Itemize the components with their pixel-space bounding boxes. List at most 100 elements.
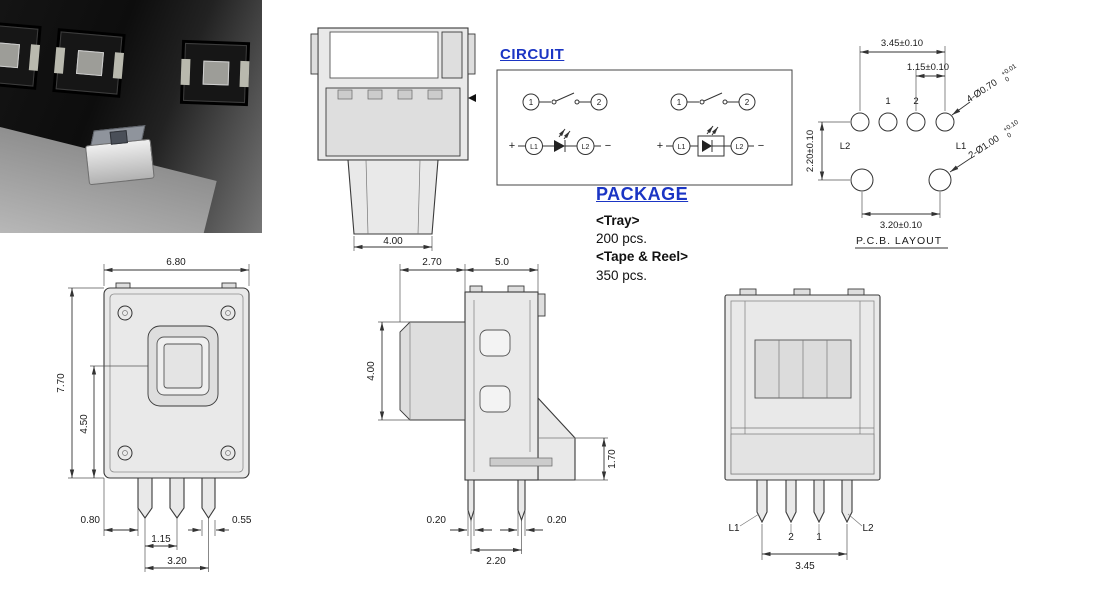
circuit-right-led: + L1 L2 − [657, 125, 764, 157]
pin-label-l2: L2 [862, 523, 874, 534]
pcb-layout-title: P.C.B. LAYOUT [855, 235, 948, 249]
dim-text: 5.0 [495, 257, 509, 268]
dim-text: 1.15±0.10 [907, 62, 949, 73]
connector-body [310, 27, 476, 235]
dim-text: 0.55 [232, 515, 252, 526]
pin-1 [813, 479, 825, 524]
hole-label-2: 2 [913, 96, 918, 107]
pin-l1 [756, 479, 768, 524]
callout-text: 4-Ø0.70 [965, 77, 1000, 105]
back-body [724, 288, 881, 524]
dim-text: 1.70 [607, 449, 618, 469]
plus-sign: + [509, 140, 515, 152]
dim-pin-width: 0.55 [188, 515, 252, 536]
tolerance-upper: +0.10 [1002, 119, 1020, 134]
dim-text: 4.00 [366, 361, 377, 381]
minus-sign: − [758, 140, 764, 152]
terminal-1-label: 1 [677, 98, 682, 107]
dim-stem-width: 4.00 [353, 236, 433, 251]
dim-row-gap: 2.20±0.10 [805, 121, 850, 181]
latch-window [479, 329, 511, 357]
dim-text: 0.80 [81, 515, 101, 526]
top-front-view-drawing: 4.00 [310, 27, 476, 251]
dim-text: 3.20 [167, 556, 187, 567]
dim-pin-span: 3.45 [761, 524, 848, 572]
product-photo [0, 0, 262, 233]
dim-text: 3.45±0.10 [881, 38, 923, 49]
led-symbol-icon [554, 140, 565, 152]
dim-text: 6.80 [166, 257, 186, 268]
dim-body-width: 6.80 [103, 257, 250, 286]
pcb-pin-labels: 1 2 L2 L1 [840, 96, 967, 152]
pcb-layout-drawing: 3.45±0.10 1.15±0.10 1 2 L2 L1 2.20±0.10 … [805, 38, 1020, 249]
dim-hole-span-bottom: 3.20±0.10 [861, 192, 941, 231]
hole-label-l2: L2 [840, 141, 851, 152]
dim-text: 4.00 [383, 236, 403, 247]
package-section: PACKAGE <Tray> 200 pcs. <Tape & Reel> 35… [596, 184, 776, 285]
terminal-l2-label: L2 [736, 144, 744, 151]
dim-text: 2.20 [486, 556, 506, 567]
circuit-box [496, 69, 793, 186]
callout-small-holes: 4-Ø0.70 +0.01 0 [951, 63, 1018, 116]
dim-pin-pitch: 2.20 [470, 520, 522, 567]
dim-button-depth: 2.70 [399, 257, 466, 322]
dim-body-depth: 5.0 [465, 257, 539, 292]
dim-button-height: 4.00 [366, 321, 410, 421]
terminal-2-label: 2 [597, 98, 602, 107]
pin [137, 477, 153, 519]
side-view-drawing: 2.70 5.0 4.00 1.70 0 [366, 257, 618, 567]
dim-text: 2.20±0.10 [805, 130, 816, 172]
circuit-left-switch: 1 2 [522, 92, 608, 111]
switch-3d-photo [83, 123, 155, 186]
pin [467, 479, 475, 522]
dim-pin-span: 3.20 [145, 518, 209, 572]
terminal-1-label: 1 [529, 98, 534, 107]
circuit-diagram: 1 2 + L1 L2 − 1 [496, 69, 793, 186]
pointer-marker-icon [468, 94, 476, 102]
circuit-section-title: CIRCUIT [500, 46, 565, 63]
smd-component-photo [53, 31, 125, 95]
dim-hole-pitch: 1.15±0.10 [907, 62, 949, 111]
side-body [399, 285, 576, 522]
dim-text: 0.20 [427, 515, 447, 526]
package-reel-label: <Tape & Reel> [596, 249, 689, 265]
slot-detail [489, 457, 553, 467]
dim-text: 0.20 [547, 515, 567, 526]
pin-l2 [841, 479, 853, 524]
back-view-drawing: L1 2 1 L2 3.45 [724, 288, 881, 572]
tolerance-lower: 0 [1006, 131, 1013, 139]
dim-text: 2.70 [422, 257, 442, 268]
front-view-drawing: 6.80 7.70 4.50 0.80 [56, 257, 252, 572]
package-reel-qty: 350 pcs. [596, 267, 648, 283]
dim-hole-span-top: 3.45±0.10 [859, 38, 946, 111]
pin [201, 477, 216, 520]
terminal-l1-label: L1 [678, 144, 686, 151]
terminal-l2-label: L2 [582, 144, 590, 151]
callout-text: 2-Ø1.00 [967, 133, 1002, 161]
circuit-right-switch: 1 2 [670, 92, 756, 111]
dim-pin-a-width: 0.20 [427, 510, 492, 536]
dim-text: 4.50 [79, 414, 90, 434]
dim-foot-height: 1.70 [575, 437, 618, 481]
dim-body-height: 7.70 [56, 287, 104, 479]
hole-label-l1: L1 [956, 141, 967, 152]
latch-window [479, 385, 511, 413]
tolerance-lower: 0 [1004, 75, 1011, 83]
dim-text: 7.70 [56, 373, 67, 393]
smd-component-photo [0, 23, 41, 87]
dim-pin-offset: 0.80 [81, 478, 139, 536]
pcb-holes [850, 112, 955, 192]
mount-gusset [537, 396, 576, 481]
pin [517, 479, 526, 522]
front-body [103, 282, 250, 520]
package-tray-qty: 200 pcs. [596, 231, 648, 247]
back-pin-labels: L1 2 1 L2 [728, 513, 874, 543]
pin-label-l1: L1 [728, 523, 740, 534]
terminal-2-label: 2 [745, 98, 750, 107]
dim-text: 1.15 [151, 534, 171, 545]
hole-label-1: 1 [885, 96, 890, 107]
dim-pin-b-width: 0.20 [500, 510, 567, 536]
terminal-l1-label: L1 [530, 144, 538, 151]
minus-sign: − [605, 140, 611, 152]
